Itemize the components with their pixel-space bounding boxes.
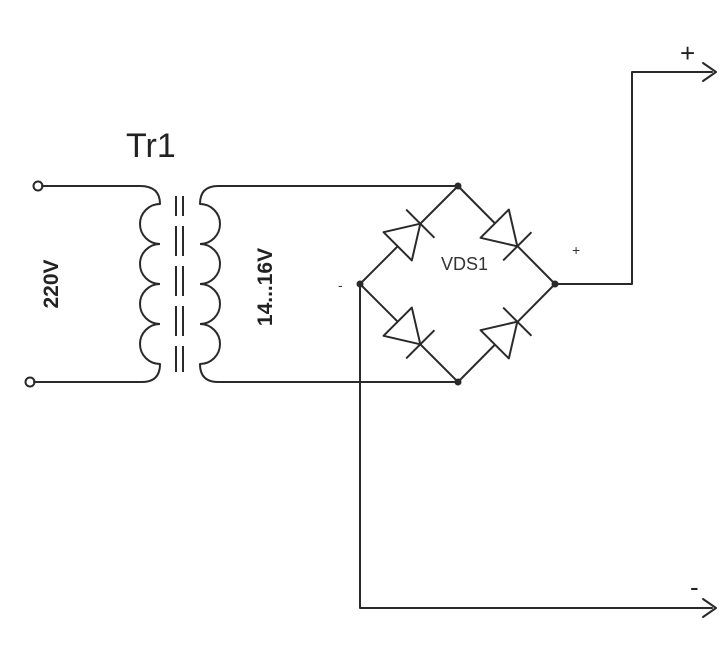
diode-d3: [382, 306, 436, 360]
primary-lead-top: [41, 185, 161, 205]
secondary-lead-bottom: [199, 363, 459, 383]
output-minus-wire: [359, 283, 713, 609]
output-plus-arrow: [702, 62, 717, 82]
primary-voltage-label: 220V: [40, 259, 63, 308]
output-minus-arrow: [702, 598, 717, 618]
bridge-label: VDS1: [441, 254, 488, 274]
diode-d1: [382, 208, 436, 262]
junction-top: [454, 182, 462, 190]
primary-circuit: [24, 180, 161, 388]
output-plus-label: +: [680, 38, 695, 68]
transformer-label: Tr1: [126, 127, 176, 165]
diode-d4: [479, 306, 533, 360]
secondary-voltage-label: 14...16V: [254, 248, 277, 326]
bridge-minus-label: -: [338, 277, 343, 293]
diode-bridge: [356, 182, 559, 386]
output-minus-label: -: [690, 572, 699, 602]
primary-winding: [139, 203, 161, 365]
secondary-circuit: [199, 185, 459, 383]
bridge-plus-label: +: [572, 242, 580, 258]
output-plus-wire: [554, 71, 713, 285]
secondary-winding: [199, 203, 221, 365]
primary-lead-bottom: [33, 363, 161, 383]
secondary-lead-top: [199, 185, 459, 205]
diode-d2: [479, 208, 533, 262]
transformer-core: [175, 196, 184, 372]
junction-bottom: [454, 378, 462, 386]
output-circuit: [359, 62, 717, 618]
